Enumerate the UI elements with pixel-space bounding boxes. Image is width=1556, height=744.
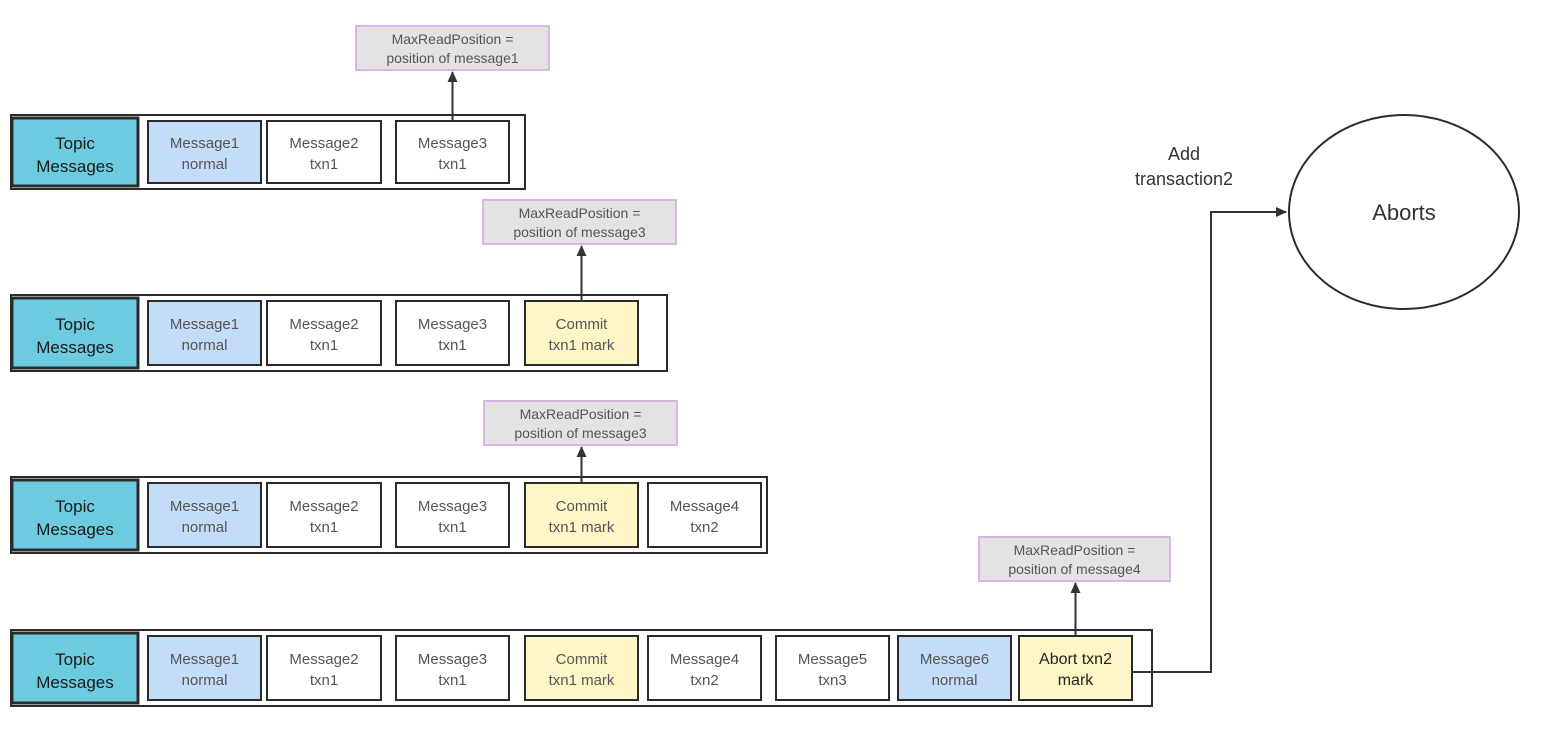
message-cell-subtitle: txn1 mark [549, 519, 615, 536]
max-read-position-box: MaxReadPosition = position of message1 [355, 25, 550, 71]
message-cell: Message4 txn2 [647, 482, 762, 548]
message-cell-title: Message1 [170, 135, 239, 152]
message-cell-title: Message2 [289, 651, 358, 668]
topic-label-line2: Messages [36, 673, 113, 692]
max-read-position-line2: position of message3 [513, 224, 646, 240]
message-cell-title: Message1 [170, 651, 239, 668]
message-cell-subtitle: mark [1058, 672, 1095, 689]
topic-label-line2: Messages [36, 520, 113, 539]
message-cell: Message2 txn1 [266, 482, 382, 548]
message-cell-subtitle: txn1 mark [549, 672, 615, 689]
message-cell: Message5 txn3 [775, 635, 890, 701]
message-cell: Message1 normal [147, 120, 262, 184]
aborts-label: Aborts [1372, 200, 1436, 225]
message-cell-title: Message3 [418, 316, 487, 333]
topic-label-line2: Messages [36, 338, 113, 357]
message-cell-title: Commit [556, 316, 608, 333]
message-cell-title: Abort txn2 [1039, 651, 1112, 668]
message-cell-subtitle: txn2 [690, 519, 718, 536]
message-cell-subtitle: txn1 [310, 337, 338, 354]
topic-row-1: TopicMessagesMessage1normalMessage2txn1M… [10, 114, 526, 190]
message-cell-title: Message3 [418, 651, 487, 668]
message-cell-subtitle: normal [182, 672, 228, 689]
message-cell: Commit txn1 mark [524, 635, 639, 701]
max-read-position-line1: MaxReadPosition = [520, 406, 642, 422]
topic-row-3: TopicMessagesMessage1normalMessage2txn1M… [10, 476, 768, 554]
message-cell: Message3 txn1 [395, 482, 510, 548]
message-cell-subtitle: txn1 [438, 672, 466, 689]
message-cell-title: Message4 [670, 498, 739, 515]
message-cell-subtitle: normal [182, 156, 228, 173]
max-read-position-box: MaxReadPosition = position of message3 [482, 199, 677, 245]
max-read-position-box: MaxReadPosition = position of message4 [978, 536, 1171, 582]
message-cell: Message6 normal [897, 635, 1012, 701]
topic-label-line1: Topic [55, 497, 95, 516]
message-cell-subtitle: txn1 [438, 156, 466, 173]
max-read-position-line2: position of message3 [514, 425, 647, 441]
message-cell-subtitle: txn1 [438, 519, 466, 536]
topic-label-line2: Messages [36, 157, 113, 176]
message-cell: Commit txn1 mark [524, 300, 639, 366]
topic-label-line1: Topic [55, 650, 95, 669]
message-cell-title: Message2 [289, 135, 358, 152]
message-cell: Message3 txn1 [395, 120, 510, 184]
message-cell-title: Message3 [418, 498, 487, 515]
message-cell-title: Message2 [289, 498, 358, 515]
message-cell: Abort txn2 mark [1018, 635, 1133, 701]
message-cell: Commit txn1 mark [524, 482, 639, 548]
message-cell-subtitle: normal [932, 672, 978, 689]
abort-connector-arrow [1132, 207, 1287, 673]
topic-label-line1: Topic [55, 315, 95, 334]
topic-row-2: TopicMessagesMessage1normalMessage2txn1M… [10, 294, 668, 372]
aborts-ellipse: Aborts [1288, 114, 1520, 310]
message-cell-title: Message1 [170, 316, 239, 333]
add-label-line1: Add [1168, 144, 1200, 164]
topic-row-4: TopicMessagesMessage1normalMessage2txn1M… [10, 629, 1153, 707]
max-read-position-line1: MaxReadPosition = [519, 205, 641, 221]
message-cell: Message2 txn1 [266, 120, 382, 184]
message-cell-title: Commit [556, 651, 608, 668]
topic-label-line1: Topic [55, 134, 95, 153]
max-read-position-line2: position of message4 [1008, 561, 1141, 577]
message-cell-title: Message1 [170, 498, 239, 515]
message-cell: Message2 txn1 [266, 635, 382, 701]
message-cell: Message4 txn2 [647, 635, 762, 701]
message-cell: Message1 normal [147, 300, 262, 366]
message-cell-title: Message2 [289, 316, 358, 333]
max-read-position-line1: MaxReadPosition = [392, 31, 514, 47]
add-transaction-label: Add transaction2 [1135, 144, 1233, 189]
message-cell-subtitle: txn1 mark [549, 337, 615, 354]
message-cell-subtitle: txn1 [310, 156, 338, 173]
message-cell-title: Message3 [418, 135, 487, 152]
message-cell-subtitle: txn3 [818, 672, 846, 689]
message-cell-subtitle: txn1 [310, 519, 338, 536]
message-cell: Message1 normal [147, 482, 262, 548]
message-cell-subtitle: txn1 [310, 672, 338, 689]
add-label-line2: transaction2 [1135, 169, 1233, 189]
message-cell-subtitle: normal [182, 519, 228, 536]
message-cell-subtitle: txn2 [690, 672, 718, 689]
message-cell: Message3 txn1 [395, 635, 510, 701]
max-read-position-line1: MaxReadPosition = [1014, 542, 1136, 558]
message-cell: Message3 txn1 [395, 300, 510, 366]
message-cell-title: Message5 [798, 651, 867, 668]
message-cell: Message1 normal [147, 635, 262, 701]
message-cell-subtitle: txn1 [438, 337, 466, 354]
max-read-position-box: MaxReadPosition = position of message3 [483, 400, 678, 446]
message-cell: Message2 txn1 [266, 300, 382, 366]
message-cell-title: Commit [556, 498, 608, 515]
message-cell-subtitle: normal [182, 337, 228, 354]
message-cell-title: Message6 [920, 651, 989, 668]
max-read-position-line2: position of message1 [386, 50, 519, 66]
message-cell-title: Message4 [670, 651, 739, 668]
